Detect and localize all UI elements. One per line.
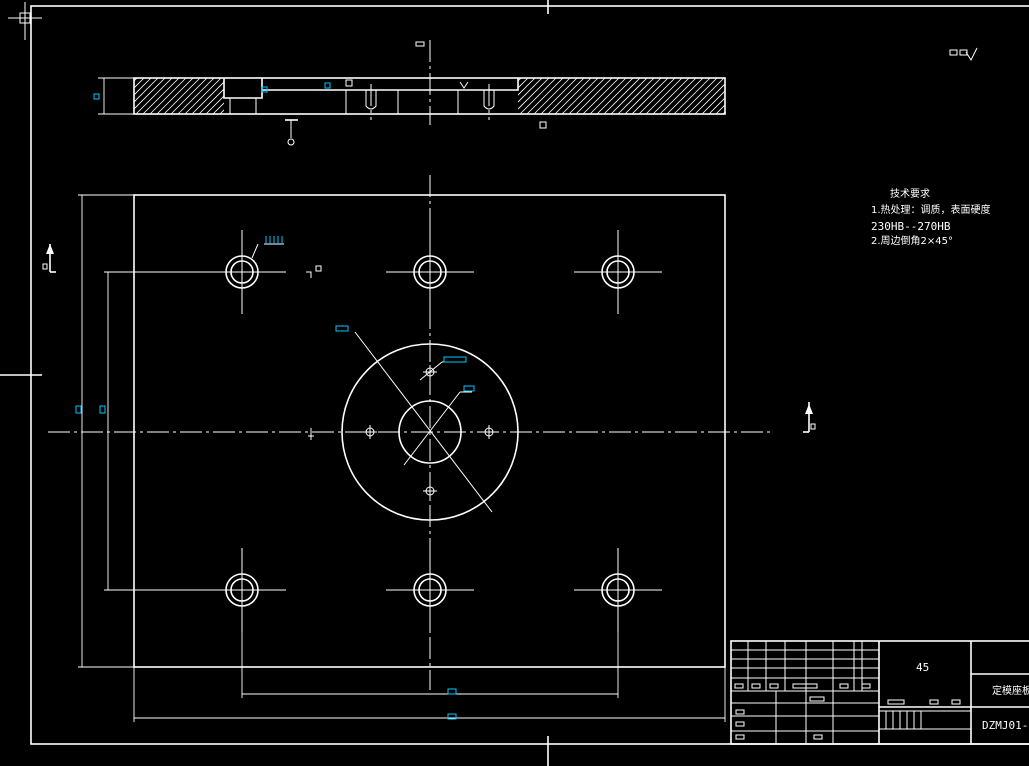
section-hatch-right [478, 78, 794, 114]
roughness-symbol-icon [949, 47, 978, 62]
title-cell-label [809, 696, 825, 702]
hatch-line [596, 78, 634, 114]
hatch-line [156, 78, 194, 114]
hatch-line [518, 78, 543, 103]
hatch-line [687, 78, 725, 114]
hatch-line [582, 78, 620, 114]
hatch-line [134, 78, 145, 89]
hatch-line [219, 109, 224, 114]
plan-view [42, 175, 816, 722]
title-cell-label [887, 699, 905, 705]
hatch-line [701, 90, 725, 114]
hatch-line [652, 78, 690, 114]
hatch-line [589, 78, 627, 114]
crosshair-cursor-icon [8, 2, 42, 40]
title-cell-label [735, 734, 745, 740]
hatch-line [142, 78, 180, 114]
bolt-holes [198, 230, 662, 632]
title-cell-label [734, 683, 744, 689]
hatch-line [234, 78, 270, 114]
part-name: 定模座板 [992, 684, 1029, 697]
hatch-line [645, 78, 683, 114]
hatch-line [744, 78, 780, 114]
hatch-line [212, 102, 224, 114]
hatch-line [135, 78, 173, 114]
tech-req-line-1: 1.热处理：调质，表面硬度 [871, 203, 991, 216]
hatch-line [134, 78, 159, 103]
drawing-number: DZMJ01-1 [982, 719, 1029, 732]
title-cell-label [839, 683, 849, 689]
title-block: 45 定模座板 DZMJ01-1 [730, 640, 1029, 745]
title-block-grid [731, 641, 971, 744]
hatch-line [568, 78, 606, 114]
hatch-line [666, 78, 704, 114]
hatch-line [715, 104, 725, 114]
hatch-line [478, 78, 514, 114]
hatch-line [624, 78, 662, 114]
technical-requirements: 技术要求 1.热处理：调质，表面硬度 230HB--270HB 2.周边倒角2×… [871, 187, 991, 247]
hatch-line [255, 78, 291, 114]
hatch-line [205, 95, 224, 114]
hatch-line [673, 78, 711, 114]
hatch-line [134, 78, 152, 96]
hatch-line [134, 78, 166, 110]
tech-req-line-3: 2.周边倒角2×45° [871, 235, 953, 247]
hatch-line [227, 78, 263, 114]
hatch-line [519, 78, 557, 114]
hatch-line [680, 78, 718, 114]
hatch-line [547, 78, 585, 114]
hatch-line [638, 78, 676, 114]
hatch-line [533, 78, 571, 114]
hatch-line [163, 78, 201, 114]
title-cell-label [929, 699, 939, 705]
title-cell-label [813, 734, 823, 740]
title-cell-label [769, 683, 779, 689]
hatch-line [177, 78, 215, 114]
hatch-line [730, 78, 766, 114]
title-cell-label [735, 709, 745, 715]
hatch-line [751, 78, 787, 114]
hatch-line [722, 111, 725, 114]
hatch-line [631, 78, 669, 114]
hatch-line [518, 78, 536, 96]
hatch-line [518, 78, 529, 89]
hatch-line [262, 78, 298, 114]
hatch-line [191, 81, 224, 114]
hatch-line [617, 78, 655, 114]
title-cell-label [792, 683, 818, 689]
hatch-line [561, 78, 599, 114]
tech-req-line-2: 230HB--270HB [871, 220, 951, 233]
hatch-line [758, 78, 794, 114]
hatch-line [149, 78, 187, 114]
hatch-line [198, 88, 224, 114]
hatch-line [603, 78, 641, 114]
hatch-line [134, 78, 138, 82]
title-cell-label [735, 721, 745, 727]
section-view [93, 40, 794, 146]
hatch-line [526, 78, 564, 114]
hatch-line [170, 78, 208, 114]
hatch-line [659, 78, 697, 114]
hatch-line [248, 78, 284, 114]
hatch-line [694, 83, 725, 114]
hatch-line [518, 78, 550, 110]
tech-req-title: 技术要求 [890, 187, 930, 200]
hatch-line [184, 78, 222, 114]
title-cell-label [951, 699, 961, 705]
hatch-line [554, 78, 592, 114]
hatch-line [708, 97, 725, 114]
scale-value: 45 [916, 661, 929, 674]
hatch-line [737, 78, 773, 114]
title-cell-label [751, 683, 761, 689]
section-hatch-left [134, 78, 298, 114]
title-cell-label [861, 683, 871, 689]
hatch-line [540, 78, 578, 114]
hatch-line [241, 78, 277, 114]
small-holes [363, 365, 496, 498]
hatch-line [610, 78, 648, 114]
hatch-line [575, 78, 613, 114]
